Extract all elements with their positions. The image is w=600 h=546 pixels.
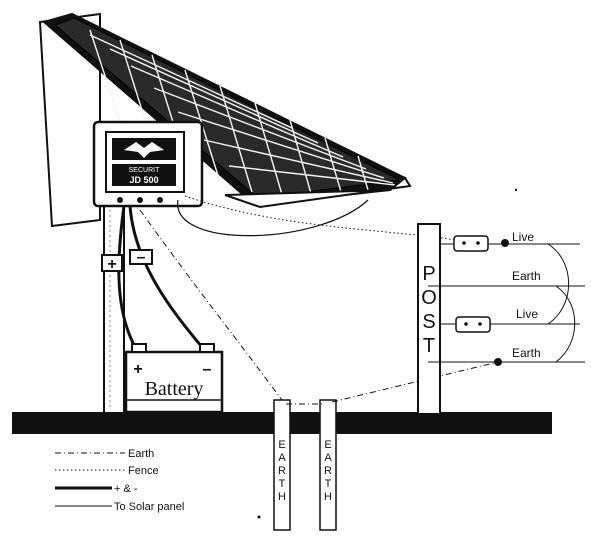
wire-label-earth-2: Earth [512,346,541,360]
mounting-board [38,12,101,228]
earth-stake-1-letter: H [278,491,286,503]
battery-plus-label: + [133,361,142,378]
live-connection-dot [501,239,509,247]
legend-label-fence: Fence [128,465,159,477]
earth-stake-2-letter: A [324,452,332,464]
plus-tag [101,254,123,272]
wire-label-earth-1: Earth [512,269,541,283]
post-letter: S [422,311,435,333]
legend-label-earth: Earth [128,448,154,460]
earth-stake-1-letter: A [278,452,286,464]
energizer-unit: SECURIT JD 500 [92,120,204,208]
insulator-bottom [455,316,491,333]
wire-label-live-1: Live [512,230,534,244]
fence-wire [184,195,479,245]
earth-stake-1: E A R T H [273,399,291,531]
battery: + – Battery [124,343,224,414]
earth-stake-2-letter: E [324,439,331,451]
earth-wire-to-fence [331,361,499,403]
battery-label: Battery [145,378,204,400]
post-letter: O [421,287,437,309]
energizer-model: JD 500 [129,175,158,185]
minus-tag [129,249,153,265]
post-letter: P [422,263,435,285]
legend-label-power: + & - [114,483,138,495]
legend: Earth Fence + & - To Solar panel [55,448,184,513]
live-jumper [547,243,569,325]
battery-plus-cable [117,205,140,353]
earth-stake-2-letter: H [324,491,332,503]
insulator-top [453,235,489,252]
solar-panel-cable [177,199,369,237]
solar-panel [41,12,412,209]
wire-label-live-2: Live [516,307,538,321]
eagle-logo-icon [124,142,164,158]
earth-stake-2: E A R T H [319,399,337,531]
plus-tag-label: + [107,256,116,273]
earth-stake-2-letter: T [325,478,332,490]
earth-connection-dot [494,358,502,366]
energizer-knob [117,197,123,203]
battery-minus-label: – [203,361,212,378]
earth-stake-2-letter: R [324,465,332,477]
earth-stake-1-letter: E [278,439,285,451]
post-letter: T [423,335,435,357]
fence-post [417,223,441,415]
earth-stake-1-letter: T [279,478,286,490]
legend-label-solar: To Solar panel [114,501,184,513]
minus-tag-label: – [137,249,146,266]
earth-jumper [555,285,576,363]
energizer-brand: SECURIT [129,167,160,174]
earth-stake-1-letter: R [278,465,286,477]
earth-wire [139,209,283,401]
battery-minus-cable [128,205,208,353]
